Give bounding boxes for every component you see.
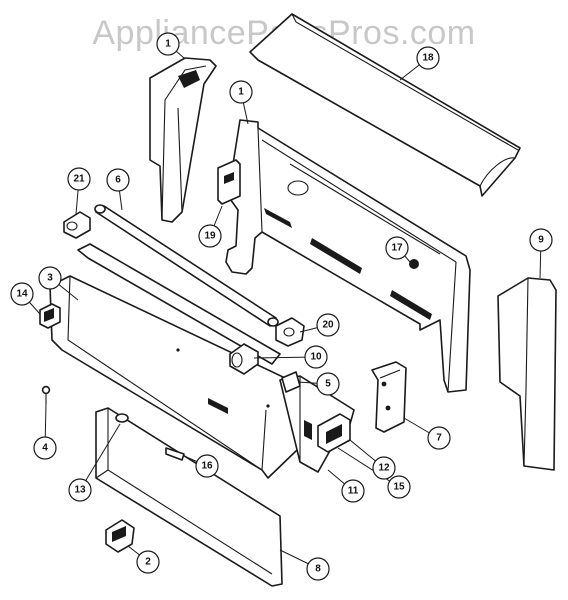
part-7-mount-bracket[interactable]: [371, 361, 407, 433]
callout-label: 7: [436, 433, 442, 444]
part-18-top-trim[interactable]: [249, 13, 521, 197]
callout-1-center: 1: [229, 80, 253, 104]
callout-label: 13: [74, 485, 86, 496]
callout-6: 6: [106, 168, 130, 192]
callout-17: 17: [385, 236, 409, 260]
callout-14: 14: [10, 282, 34, 306]
part-5-bracket[interactable]: [281, 371, 301, 393]
callout-4: 4: [33, 436, 57, 460]
callout-label: 14: [16, 289, 28, 300]
callout-label: 16: [201, 461, 213, 472]
part-21-socket[interactable]: [63, 211, 91, 239]
callout-18: 18: [416, 46, 440, 70]
callout-2: 2: [136, 550, 160, 574]
callout-16: 16: [195, 454, 219, 478]
part-1-left-end-cap[interactable]: [149, 57, 217, 223]
callout-8: 8: [306, 557, 330, 581]
callout-19: 19: [198, 224, 222, 248]
callout-label: 11: [348, 486, 359, 497]
callout-label: 12: [378, 463, 390, 474]
callout-label: 15: [393, 482, 405, 493]
callout-label: 2: [145, 557, 151, 568]
part-20-socket[interactable]: [275, 317, 305, 347]
part-2-clip[interactable]: [105, 519, 135, 553]
callout-1-left: 1: [156, 32, 180, 56]
part-1-backguard-panel[interactable]: [225, 119, 471, 393]
callout-21: 21: [67, 167, 91, 191]
callout-label: 19: [204, 231, 216, 242]
part-10-capacitor[interactable]: [229, 343, 259, 375]
part-16-screw[interactable]: [165, 447, 185, 461]
part-3-control-panel[interactable]: [49, 243, 341, 479]
callout-12: 12: [372, 456, 396, 480]
part-11-panel-section[interactable]: [279, 375, 355, 473]
callout-label: 10: [310, 352, 322, 363]
callout-label: 4: [42, 443, 48, 454]
callout-label: 6: [115, 175, 121, 186]
callout-20: 20: [316, 313, 340, 337]
callout-label: 20: [322, 320, 334, 331]
callout-label: 3: [47, 273, 53, 284]
callout-label: 18: [422, 53, 434, 64]
callout-label: 1: [238, 87, 244, 98]
part-6-tube[interactable]: [94, 204, 279, 327]
callout-label: 8: [315, 564, 321, 575]
callout-10: 10: [304, 345, 328, 369]
part-8-bottom-trim[interactable]: [95, 407, 283, 587]
callout-15: 15: [387, 475, 411, 499]
part-9-right-end-cap[interactable]: [497, 277, 557, 471]
callout-label: 9: [538, 235, 544, 246]
part-4-screw[interactable]: [41, 385, 51, 404]
callout-7: 7: [427, 426, 451, 450]
part-19-switch[interactable]: [217, 159, 241, 205]
callout-label: 5: [325, 379, 331, 390]
callout-9: 9: [529, 228, 553, 252]
part-14-clip[interactable]: [39, 303, 61, 329]
callout-5: 5: [316, 372, 340, 396]
callout-label: 17: [391, 243, 403, 254]
callout-label: 21: [73, 174, 85, 185]
callout-13: 13: [68, 478, 92, 502]
part-13-grommet[interactable]: [115, 413, 129, 423]
callout-11: 11: [341, 479, 365, 503]
callout-3: 3: [38, 266, 62, 290]
callout-label: 1: [165, 39, 171, 50]
